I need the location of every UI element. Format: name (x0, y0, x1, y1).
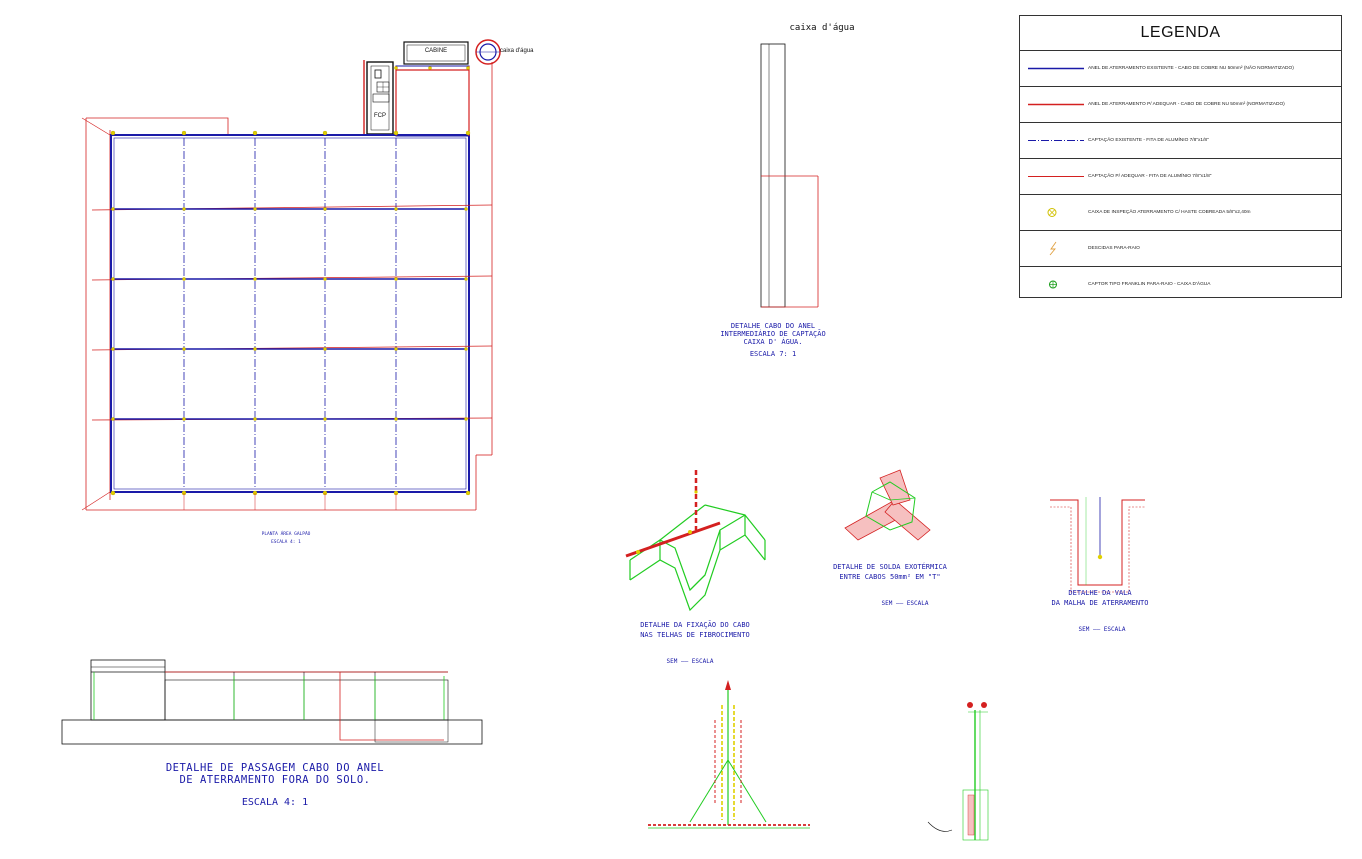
blue-dashdot-line-icon (1028, 140, 1084, 141)
plan-title: PLANTA ÁREA GALPÃO (261, 532, 311, 537)
legend-row: ANEL DE ATERRAMENTO P/ ADEQUAR - CABO DE… (1020, 87, 1341, 123)
cabine-label: CABINE (424, 48, 448, 54)
trench-title-1: DETALHE DA VALA (1068, 589, 1132, 597)
legend-text: ANEL DE ATERRAMENTO EXISTENTE - CABO DE … (1088, 66, 1294, 71)
red-line-icon (1028, 103, 1084, 106)
legend-row: ANEL DE ATERRAMENTO EXISTENTE - CABO DE … (1020, 51, 1341, 87)
cabine-box (403, 41, 469, 65)
legend-box: LEGENDA ANEL DE ATERRAMENTO EXISTENTE - … (1019, 15, 1342, 298)
legend-text: CAPTOR TIPO FRANKLIN PARA-RAIO - CAIXA D… (1088, 282, 1211, 287)
legend-text: CAPTAÇÃO P/ ADEQUAR - FITA DE ALUMÍNIO 7… (1088, 174, 1212, 179)
weld-detail (844, 469, 931, 541)
trench-detail (1050, 497, 1145, 593)
water-tank-title-1: DETALHE CABO DO ANEL (730, 322, 816, 330)
passage-title-2: DE ATERRAMENTO FORA DO SOLO. (179, 774, 371, 786)
legend-text: DESCIDAS PARA-RAIO (1088, 246, 1140, 251)
passage-scale: ESCALA 4: 1 (241, 797, 309, 808)
building-outline (110, 134, 470, 493)
passage-detail (61, 659, 483, 745)
legend-text: ANEL DE ATERRAMENTO P/ ADEQUAR - CABO DE… (1088, 102, 1285, 107)
water-tank-top-label: caixa d'água (789, 23, 855, 33)
franklin-mast-detail (648, 680, 810, 829)
water-tank-title-3: CAIXA D' ÁGUA. (743, 338, 803, 346)
water-tank-detail (760, 43, 819, 308)
water-tank-title-2: INTERMEDIÁRIO DE CAPTAÇÃO (720, 330, 826, 338)
legend-text: CAIXA DE INSPEÇÃO ATERRAMENTO C/ HASTE C… (1088, 210, 1251, 215)
roof-detail-title-2: NAS TELHAS DE FIBROCIMENTO (640, 631, 750, 639)
fcp-label: FCP (374, 113, 386, 119)
roof-fixation-detail (625, 470, 766, 612)
weld-title-2: ENTRE CABOS 50mm² EM "T" (839, 573, 941, 581)
trench-scale: SEM —— ESCALA (1078, 626, 1126, 633)
weld-title-1: DETALHE DE SOLDA EXOTÉRMICA (833, 563, 947, 571)
legend-text: CAPTAÇÃO EXISTENTE - FITA DE ALUMÍNIO 7/… (1088, 138, 1209, 143)
roof-detail-title-1: DETALHE DA FIXAÇÃO DO CABO (640, 621, 750, 629)
legend-title: LEGENDA (1020, 16, 1341, 51)
inspection-box-icon (1047, 208, 1057, 217)
legend-row: CAIXA DE INSPEÇÃO ATERRAMENTO C/ HASTE C… (1020, 195, 1341, 231)
red-line-icon (1028, 176, 1084, 177)
blue-line-icon (1028, 67, 1084, 70)
legend-row: CAPTAÇÃO EXISTENTE - FITA DE ALUMÍNIO 7/… (1020, 123, 1341, 159)
floor-plan (81, 39, 501, 511)
water-tank-plan-label: caixa d'água (500, 48, 534, 54)
legend-row: CAPTOR TIPO FRANKLIN PARA-RAIO - CAIXA D… (1020, 267, 1341, 302)
passage-title-1: DETALHE DE PASSAGEM CABO DO ANEL (165, 762, 385, 774)
legend-row: DESCIDAS PARA-RAIO (1020, 231, 1341, 267)
trench-title-2: DA MALHA DE ATERRAMENTO (1051, 599, 1149, 607)
plan-scale: ESCALA 4: 1 (271, 540, 301, 545)
legend-row: CAPTAÇÃO P/ ADEQUAR - FITA DE ALUMÍNIO 7… (1020, 159, 1341, 195)
red-outer-ring (86, 60, 365, 136)
pole-detail (927, 702, 989, 841)
franklin-captor-icon (1049, 280, 1057, 289)
lightning-descent-icon (1049, 241, 1057, 256)
weld-scale: SEM —— ESCALA (881, 600, 929, 607)
water-tank-scale: ESCALA 7: 1 (749, 350, 797, 358)
roof-detail-scale: SEM —— ESCALA (666, 658, 714, 665)
